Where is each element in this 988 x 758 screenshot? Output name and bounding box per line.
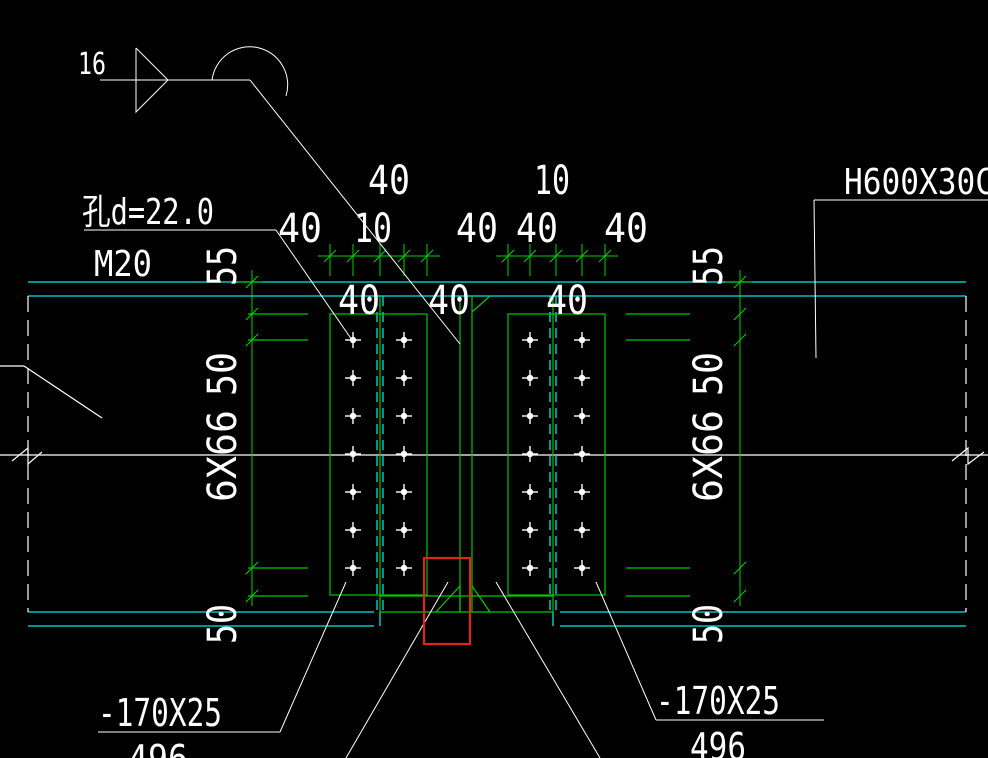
bolt-cross-icon [574, 560, 590, 576]
plate-left-label: -170X25 [98, 691, 222, 735]
bolt-cross-icon [345, 332, 361, 348]
bolt-cross-icon [522, 522, 538, 538]
bolt-cross-icon [396, 560, 412, 576]
bolt-cross-icon [396, 522, 412, 538]
bolt-cross-icon [345, 522, 361, 538]
bolt-cross-icon [574, 446, 590, 462]
fillet-weld-flag-icon [135, 47, 169, 114]
bolt-cross-icon [574, 484, 590, 500]
bolt-cross-icon [522, 446, 538, 462]
leader-lines [84, 46, 988, 758]
dimension-lines [238, 244, 752, 606]
beam-flanges [28, 281, 966, 627]
bolt-cross-icon [396, 332, 412, 348]
bolt-cross-icon [522, 560, 538, 576]
left-web-plate [329, 313, 428, 596]
bolt-cross-icon [345, 484, 361, 500]
bolt-spec-label: M20 [94, 244, 152, 285]
dim-right-50-bot: 50 [686, 604, 732, 644]
dim-top-10-a: 10 [534, 158, 570, 204]
dim-right-50-mid: 50 [686, 352, 732, 396]
weld-all-around-icon [211, 46, 289, 97]
section-label: H600X30C [844, 162, 988, 203]
hole-diameter-label: 孔d=22.0 [82, 192, 214, 233]
bolt-cross-icon [574, 522, 590, 538]
dim-left-6x66: 6X66 [200, 410, 246, 502]
right-web-plate [507, 313, 606, 596]
dim-left-50-bot: 50 [200, 604, 246, 644]
dim-right-55: 55 [686, 246, 732, 286]
bolt-cross-icon [574, 332, 590, 348]
beam-ends [0, 296, 988, 612]
break-line-icon [951, 446, 985, 466]
bolt-cross-icon [345, 408, 361, 424]
plate-left-sub-label: 496 [128, 737, 188, 758]
dim-top-40-b: 40 [278, 206, 322, 252]
bolt-cross-icon [522, 408, 538, 424]
dim-inner-40-c: 40 [546, 278, 588, 324]
splice-plates [248, 295, 690, 613]
dim-top-40-e: 40 [604, 206, 648, 252]
dim-right-6x66: 6X66 [686, 410, 732, 502]
dim-inner-40-a: 40 [338, 278, 380, 324]
bolt-group [345, 332, 590, 576]
bolt-cross-icon [522, 370, 538, 386]
bolt-cross-icon [522, 332, 538, 348]
dim-inner-40-b: 40 [428, 278, 470, 324]
bolt-cross-icon [396, 446, 412, 462]
annotation-text: 16 孔d=22.0 M20 H600X30C -170X25 496 -170… [78, 47, 988, 758]
bolt-cross-icon [396, 370, 412, 386]
bolt-cross-icon [522, 484, 538, 500]
plate-right-label: -170X25 [656, 679, 780, 723]
dim-top-40-c: 40 [456, 206, 498, 252]
plate-right-sub-label: 496 [690, 725, 746, 758]
bolt-cross-icon [345, 560, 361, 576]
dim-left-55: 55 [200, 246, 246, 286]
bolt-cross-icon [574, 370, 590, 386]
dim-top-40-a: 40 [368, 158, 410, 204]
dim-top-40-d: 40 [516, 206, 558, 252]
bolt-cross-icon [345, 446, 361, 462]
bolt-cross-icon [345, 370, 361, 386]
dim-top-10-b: 10 [354, 206, 392, 252]
bolt-cross-icon [396, 484, 412, 500]
weld-number-label: 16 [78, 47, 106, 82]
bolt-cross-icon [396, 408, 412, 424]
dim-left-50-mid: 50 [200, 352, 246, 396]
selection-highlight-box[interactable] [422, 556, 472, 646]
break-line-icon [11, 446, 43, 466]
bolt-cross-icon [574, 408, 590, 424]
